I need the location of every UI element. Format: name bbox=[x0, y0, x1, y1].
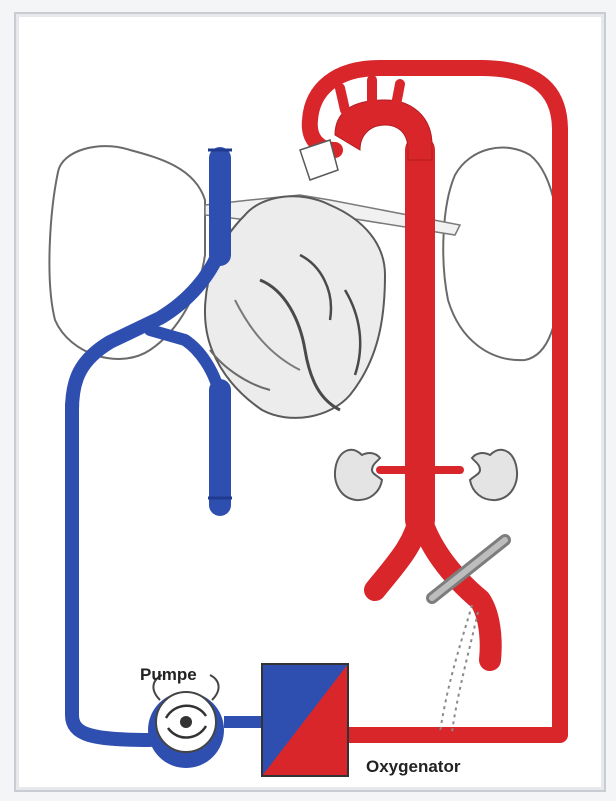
left-kidney-icon bbox=[335, 450, 382, 500]
pump-label: Pumpe bbox=[140, 665, 197, 684]
heart-icon bbox=[205, 196, 385, 418]
oxygenator-icon bbox=[262, 664, 348, 776]
oxygenator-label: Oxygenator bbox=[366, 757, 461, 776]
right-lung-icon bbox=[443, 148, 560, 361]
right-kidney-icon bbox=[470, 450, 517, 500]
pump-icon bbox=[148, 675, 224, 768]
catheter-line bbox=[440, 605, 472, 732]
